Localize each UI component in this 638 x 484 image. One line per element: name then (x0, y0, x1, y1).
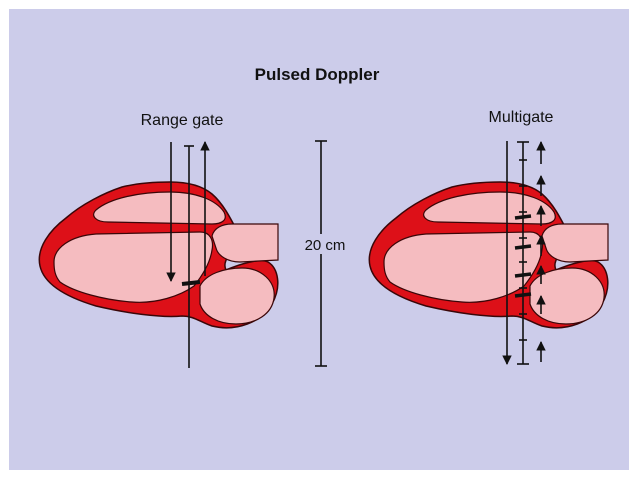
range-gate-sample-marker (182, 282, 200, 284)
figure-title: Pulsed Doppler (255, 65, 380, 84)
range-gate-label: Range gate (141, 112, 224, 129)
scale-label: 20 cm (305, 237, 346, 254)
multigate-label: Multigate (489, 109, 554, 126)
